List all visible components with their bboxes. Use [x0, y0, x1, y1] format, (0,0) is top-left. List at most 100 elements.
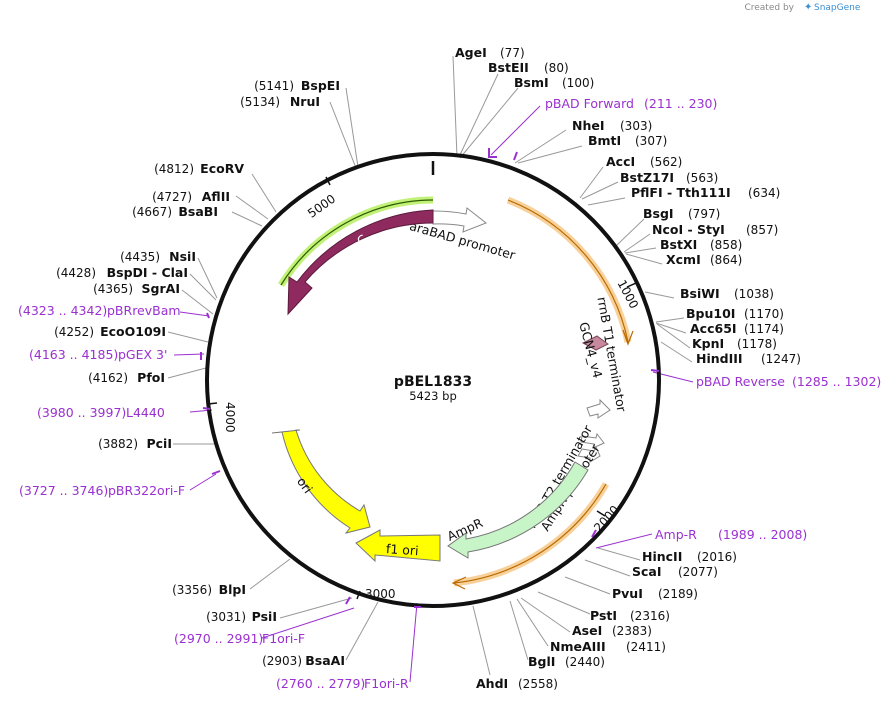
site-name[interactable]: NmeAIII	[550, 639, 606, 654]
feature-f1-ori[interactable]	[355, 529, 441, 563]
tick-4000: 4000	[223, 402, 237, 433]
site-name[interactable]: BsaAI	[305, 653, 345, 668]
primer-labels: pBAD Forward (211 .. 230) pBAD Reverse (…	[18, 96, 881, 691]
site-pos: (634)	[748, 186, 780, 200]
primer-range: (4323 .. 4342)	[18, 303, 107, 318]
site-pos: (2558)	[518, 677, 558, 691]
primer-name[interactable]: pBAD Forward	[545, 96, 634, 111]
site-name[interactable]: XcmI	[666, 252, 701, 267]
site-name[interactable]: ScaI	[632, 564, 662, 579]
site-name[interactable]: KpnI	[692, 336, 724, 351]
site-name[interactable]: PciI	[146, 436, 172, 451]
site-name[interactable]: Acc65I	[690, 321, 737, 336]
site-pos: (1170)	[744, 307, 784, 321]
primer-name[interactable]: pBAD Reverse	[696, 374, 785, 389]
site-name[interactable]: Bpu10I	[686, 306, 735, 321]
tick-marks	[207, 176, 637, 600]
leader-lines	[167, 55, 693, 676]
site-pos: (2440)	[565, 655, 605, 669]
site-name[interactable]: BlpI	[219, 582, 246, 597]
site-pos: (4162)	[88, 371, 128, 385]
site-name[interactable]: BstEII	[488, 60, 529, 75]
primer-name[interactable]: pBRrevBam	[107, 303, 181, 318]
site-name[interactable]: PvuI	[612, 586, 643, 601]
site-name[interactable]: BmtI	[588, 133, 621, 148]
araC-band-edge	[280, 199, 434, 286]
site-pos: (4727)	[152, 190, 192, 204]
site-name[interactable]: NcoI - StyI	[652, 222, 725, 237]
site-name[interactable]: EcoO109I	[100, 324, 166, 339]
site-name[interactable]: HincII	[642, 549, 682, 564]
primer-range: (2970 .. 2991)	[174, 631, 263, 646]
plasmid-length: 5423 bp	[409, 389, 457, 403]
site-name[interactable]: AgeI	[455, 45, 487, 60]
site-pos: (1247)	[761, 352, 801, 366]
feature-GCN4-v4[interactable]	[581, 335, 609, 351]
site-name[interactable]: BsiWI	[680, 286, 720, 301]
feature-araBAD-promoter[interactable]	[432, 207, 487, 233]
site-name[interactable]: AseI	[572, 623, 602, 638]
site-name[interactable]: BsgI	[643, 206, 674, 221]
site-pos: (5141)	[254, 79, 294, 93]
site-name[interactable]: PstI	[590, 608, 617, 623]
site-pos: (2016)	[697, 550, 737, 564]
primer-range: (3980 .. 3997)	[37, 405, 126, 420]
primer-name[interactable]: F1ori-F	[262, 631, 305, 646]
site-name[interactable]: PsiI	[252, 609, 277, 624]
site-name[interactable]: SgrAI	[142, 281, 180, 296]
feature-AmpR[interactable]	[447, 461, 589, 559]
primer-name[interactable]: Amp-R	[655, 527, 697, 542]
site-pos: (858)	[710, 238, 742, 252]
site-pos: (4365)	[93, 282, 133, 296]
site-name[interactable]: BsaBI	[178, 204, 218, 219]
site-name[interactable]: AflII	[202, 189, 230, 204]
site-name[interactable]: NruI	[290, 94, 320, 109]
orf-band-lower	[453, 482, 610, 587]
site-pos: (2383)	[612, 624, 652, 638]
site-pos: (303)	[620, 119, 652, 133]
feature-AmpR-promoter[interactable]	[577, 445, 601, 463]
site-pos: (3031)	[206, 610, 246, 624]
feature-araC[interactable]	[287, 209, 434, 316]
site-name[interactable]: AhdI	[476, 676, 508, 691]
site-labels-right: AgeI (77) BstEII (80) BsmI (100) NheI (3…	[455, 45, 801, 691]
site-name[interactable]: BsmI	[514, 75, 549, 90]
site-name[interactable]: HindIII	[696, 351, 743, 366]
primer-name[interactable]: pBR322ori-F	[108, 483, 185, 498]
site-pos: (100)	[562, 76, 594, 90]
label-f1-ori: f1 ori	[386, 541, 420, 558]
feature-rrnB-T1[interactable]	[586, 398, 611, 419]
site-name[interactable]: BstXI	[660, 237, 697, 252]
site-pos: (562)	[650, 155, 682, 169]
plasmid-name: pBEL1833	[394, 374, 472, 390]
site-name[interactable]: BspEI	[301, 78, 340, 93]
primer-leader-lines	[173, 105, 694, 683]
site-name[interactable]: PfoI	[137, 370, 165, 385]
site-name[interactable]: BglI	[528, 654, 555, 669]
site-name[interactable]: EcoRV	[200, 161, 244, 176]
primer-name[interactable]: L4440	[126, 405, 165, 420]
site-name[interactable]: PflFI - Tth111I	[631, 185, 731, 200]
site-pos: (864)	[710, 253, 742, 267]
credit-prefix: Created by	[744, 3, 794, 13]
feature-ori[interactable]	[271, 429, 371, 534]
site-name[interactable]: AccI	[606, 154, 635, 169]
site-pos: (4667)	[132, 205, 172, 219]
primer-name[interactable]: F1ori-R	[364, 676, 409, 691]
orf-arrowhead-right	[622, 329, 634, 346]
site-name[interactable]: NheI	[572, 118, 605, 133]
site-pos: (2189)	[658, 587, 698, 601]
site-pos: (4812)	[154, 162, 194, 176]
site-name[interactable]: BstZ17I	[620, 170, 674, 185]
site-pos: (4428)	[56, 266, 96, 280]
primer-name[interactable]: pGEX 3'	[118, 347, 167, 362]
site-pos: (3356)	[172, 583, 212, 597]
site-name[interactable]: NsiI	[169, 249, 196, 264]
backbone-circle	[205, 152, 661, 608]
site-name[interactable]: BspDI - ClaI	[107, 265, 188, 280]
site-pos: (2316)	[630, 609, 670, 623]
primer-range: (3727 .. 3746)	[19, 483, 108, 498]
feature-rrnB-T2[interactable]	[580, 432, 605, 449]
